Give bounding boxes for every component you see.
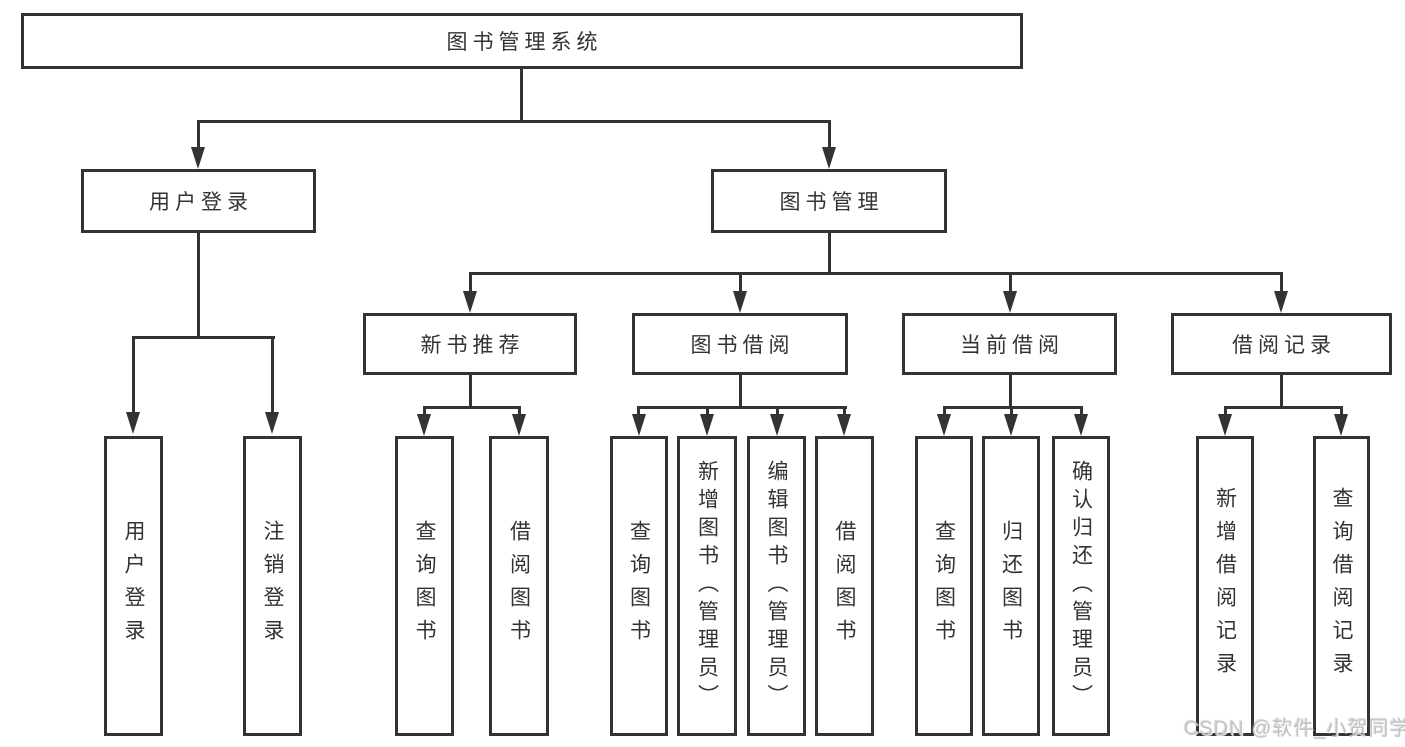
leaf-current-return: 归还图书 bbox=[982, 436, 1040, 736]
connector-hbar bbox=[1224, 406, 1343, 409]
connector-drop bbox=[1280, 272, 1283, 293]
connector-drop bbox=[843, 406, 846, 415]
leaf-current-query: 查询图书 bbox=[915, 436, 973, 736]
leaf-borrow-book: 借阅图书 bbox=[815, 436, 874, 736]
leaf-label: 确认归还（管理员） bbox=[1069, 460, 1093, 712]
arrow-down-icon bbox=[512, 414, 526, 436]
connector-stub bbox=[469, 375, 472, 407]
arrow-down-icon bbox=[1074, 414, 1088, 436]
connector-drop bbox=[197, 120, 200, 149]
connector-drop bbox=[423, 406, 426, 415]
connector-drop bbox=[1009, 272, 1012, 293]
connector-stub bbox=[1280, 375, 1283, 407]
leaf-borrow-edit-admin: 编辑图书（管理员） bbox=[747, 436, 806, 736]
arrow-down-icon bbox=[937, 414, 951, 436]
connector-drop bbox=[271, 336, 274, 414]
node-current-borrow: 当前借阅 bbox=[902, 313, 1117, 375]
leaf-user-login: 用户登录 bbox=[104, 436, 163, 736]
connector-drop bbox=[637, 406, 640, 415]
node-label: 用户登录 bbox=[149, 191, 253, 214]
arrow-down-icon bbox=[1003, 291, 1017, 313]
arrow-down-icon bbox=[191, 147, 205, 169]
leaf-label: 借阅图书 bbox=[507, 520, 531, 652]
connector-hbar bbox=[943, 406, 1083, 409]
node-label: 新书推荐 bbox=[420, 334, 525, 357]
arrow-down-icon bbox=[837, 414, 851, 436]
leaf-label: 编辑图书（管理员） bbox=[765, 460, 788, 712]
leaf-label: 查询图书 bbox=[413, 520, 436, 652]
connector-hbar bbox=[637, 406, 847, 409]
node-label: 借阅记录 bbox=[1232, 334, 1336, 357]
arrow-down-icon bbox=[1334, 414, 1348, 436]
connector-drop bbox=[828, 120, 831, 149]
leaf-label: 查询图书 bbox=[627, 520, 651, 652]
node-label: 当前借阅 bbox=[960, 334, 1064, 357]
connector-stub bbox=[739, 375, 742, 407]
connector-drop bbox=[1010, 406, 1013, 415]
node-label: 图书借阅 bbox=[690, 334, 795, 357]
leaf-label: 新增图书（管理员） bbox=[695, 460, 719, 712]
leaf-borrow-query: 查询图书 bbox=[610, 436, 668, 736]
csdn-watermark: CSDN @软件_小贺同学 bbox=[1184, 718, 1405, 740]
connector-stub bbox=[197, 233, 200, 337]
connector-hbar bbox=[132, 336, 275, 339]
arrow-down-icon bbox=[700, 414, 714, 436]
arrow-down-icon bbox=[733, 291, 747, 313]
connector-stub bbox=[1009, 375, 1012, 407]
connector-drop bbox=[739, 272, 742, 293]
leaf-record-query: 查询借阅记录 bbox=[1313, 436, 1370, 736]
arrow-down-icon bbox=[265, 412, 279, 434]
connector-root-hbar bbox=[197, 120, 831, 123]
node-user-login: 用户登录 bbox=[81, 169, 316, 233]
leaf-label: 新增借阅记录 bbox=[1213, 487, 1237, 685]
connector-drop bbox=[1340, 406, 1343, 415]
leaf-label: 归还图书 bbox=[999, 520, 1023, 652]
leaf-newbook-borrow: 借阅图书 bbox=[489, 436, 549, 736]
connector-drop bbox=[1224, 406, 1227, 415]
connector-drop bbox=[776, 406, 779, 415]
arrow-down-icon bbox=[1004, 414, 1018, 436]
connector-drop bbox=[1080, 406, 1083, 415]
connector-hbar bbox=[423, 406, 521, 409]
arrow-down-icon bbox=[822, 147, 836, 169]
leaf-record-add: 新增借阅记录 bbox=[1196, 436, 1254, 736]
arrow-down-icon bbox=[1218, 414, 1232, 436]
leaf-borrow-add-admin: 新增图书（管理员） bbox=[677, 436, 737, 736]
leaf-label: 查询借阅记录 bbox=[1330, 487, 1353, 685]
connector-drop bbox=[132, 336, 135, 414]
connector-hbar bbox=[469, 272, 1283, 275]
arrow-down-icon bbox=[463, 291, 477, 313]
leaf-logout: 注销登录 bbox=[243, 436, 302, 736]
node-label: 图书管理 bbox=[779, 191, 884, 214]
node-book-mgmt: 图书管理 bbox=[711, 169, 947, 233]
leaf-current-confirm-admin: 确认归还（管理员） bbox=[1052, 436, 1110, 736]
connector-drop bbox=[943, 406, 946, 415]
leaf-label: 借阅图书 bbox=[833, 520, 856, 652]
arrow-down-icon bbox=[126, 412, 140, 434]
arrow-down-icon bbox=[770, 414, 784, 436]
connector-root-stub bbox=[520, 69, 523, 120]
node-new-book: 新书推荐 bbox=[363, 313, 577, 375]
connector-stub bbox=[828, 233, 831, 273]
node-root-label: 图书管理系统 bbox=[446, 31, 603, 54]
connector-drop bbox=[469, 272, 472, 293]
leaf-label: 注销登录 bbox=[261, 520, 284, 652]
arrow-down-icon bbox=[1274, 291, 1288, 313]
leaf-label: 用户登录 bbox=[122, 520, 145, 652]
connector-drop bbox=[706, 406, 709, 415]
node-borrow-record: 借阅记录 bbox=[1171, 313, 1392, 375]
leaf-label: 查询图书 bbox=[932, 520, 956, 652]
node-root: 图书管理系统 bbox=[21, 13, 1023, 69]
arrow-down-icon bbox=[417, 414, 431, 436]
arrow-down-icon bbox=[632, 414, 646, 436]
leaf-newbook-query: 查询图书 bbox=[395, 436, 454, 736]
connector-drop bbox=[518, 406, 521, 415]
node-book-borrow: 图书借阅 bbox=[632, 313, 848, 375]
